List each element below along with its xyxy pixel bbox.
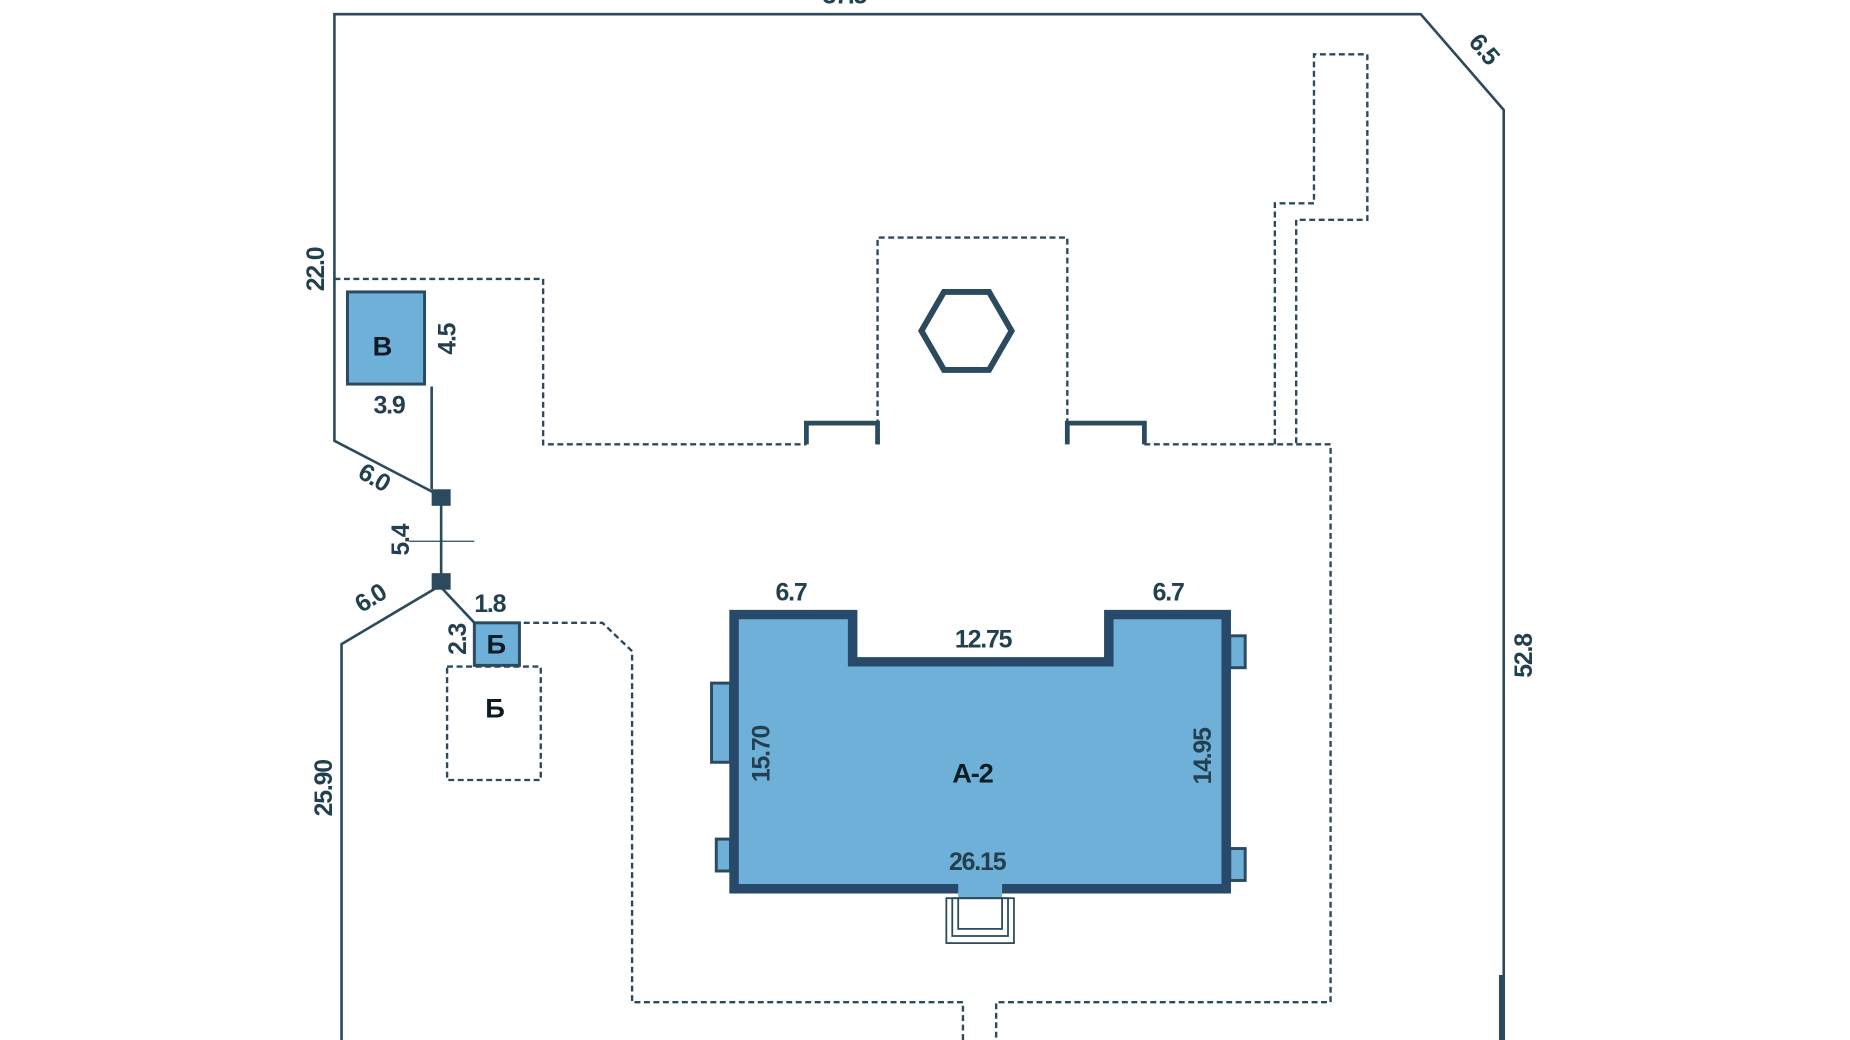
building-a2 — [729, 609, 1231, 894]
dim-left-lower: 25.90 — [310, 760, 338, 817]
step-left — [804, 420, 880, 445]
building-b-planned-label: Б — [485, 692, 504, 723]
dim-a2-right: 14.95 — [1189, 727, 1217, 785]
building-b-small — [472, 621, 521, 667]
paved-area-outline — [334, 277, 807, 446]
a2-bump — [1228, 847, 1247, 882]
a2-steps — [957, 897, 1003, 930]
dim-diag-lower: 6.0 — [350, 578, 392, 618]
dim-a2-left-wing: 6.7 — [775, 578, 806, 606]
dim-right: 52.8 — [1510, 633, 1538, 678]
boundary-line — [340, 583, 442, 1040]
dim-b-width: 1.8 — [474, 590, 506, 618]
dim-a2-left: 15.70 — [748, 726, 776, 783]
gazebo-hexagon — [918, 288, 1015, 373]
a2-bump — [710, 681, 732, 764]
dim-diag-upper: 6.0 — [354, 458, 395, 498]
dim-top: 37.5 — [822, 0, 867, 10]
fence-line — [440, 586, 476, 624]
dim-b-height: 2.3 — [444, 624, 472, 655]
a2-steps — [951, 897, 1009, 937]
building-a2-label: А-2 — [952, 757, 993, 788]
a2-entrance — [958, 880, 1003, 899]
paved-area-outline — [876, 236, 1069, 445]
a2-bump — [1228, 634, 1247, 670]
building-v — [345, 290, 427, 386]
dim-v-height: 4.5 — [433, 322, 461, 354]
path-strip-outline — [1273, 53, 1369, 445]
a2-bump — [714, 837, 732, 873]
dim-left-upper: 22.0 — [302, 247, 330, 291]
boundary-line — [333, 12, 1506, 1040]
dim-a2-bottom: 26.15 — [949, 848, 1007, 876]
dim-gate: 5.4 — [387, 523, 415, 555]
step-right — [1064, 420, 1147, 445]
paved-area-outline — [994, 443, 1332, 1040]
building-b-small-label: Б — [486, 629, 505, 660]
gate-post — [431, 573, 451, 590]
dim-a2-recess: 12.75 — [955, 626, 1013, 654]
paved-area-outline — [519, 621, 965, 1040]
dim-v-width: 3.9 — [373, 392, 404, 420]
gate-post — [431, 489, 451, 506]
building-v-label: В — [373, 331, 392, 362]
dim-a2-right-wing: 6.7 — [1153, 578, 1184, 606]
dim-top-right-diag: 6.5 — [1463, 28, 1505, 71]
